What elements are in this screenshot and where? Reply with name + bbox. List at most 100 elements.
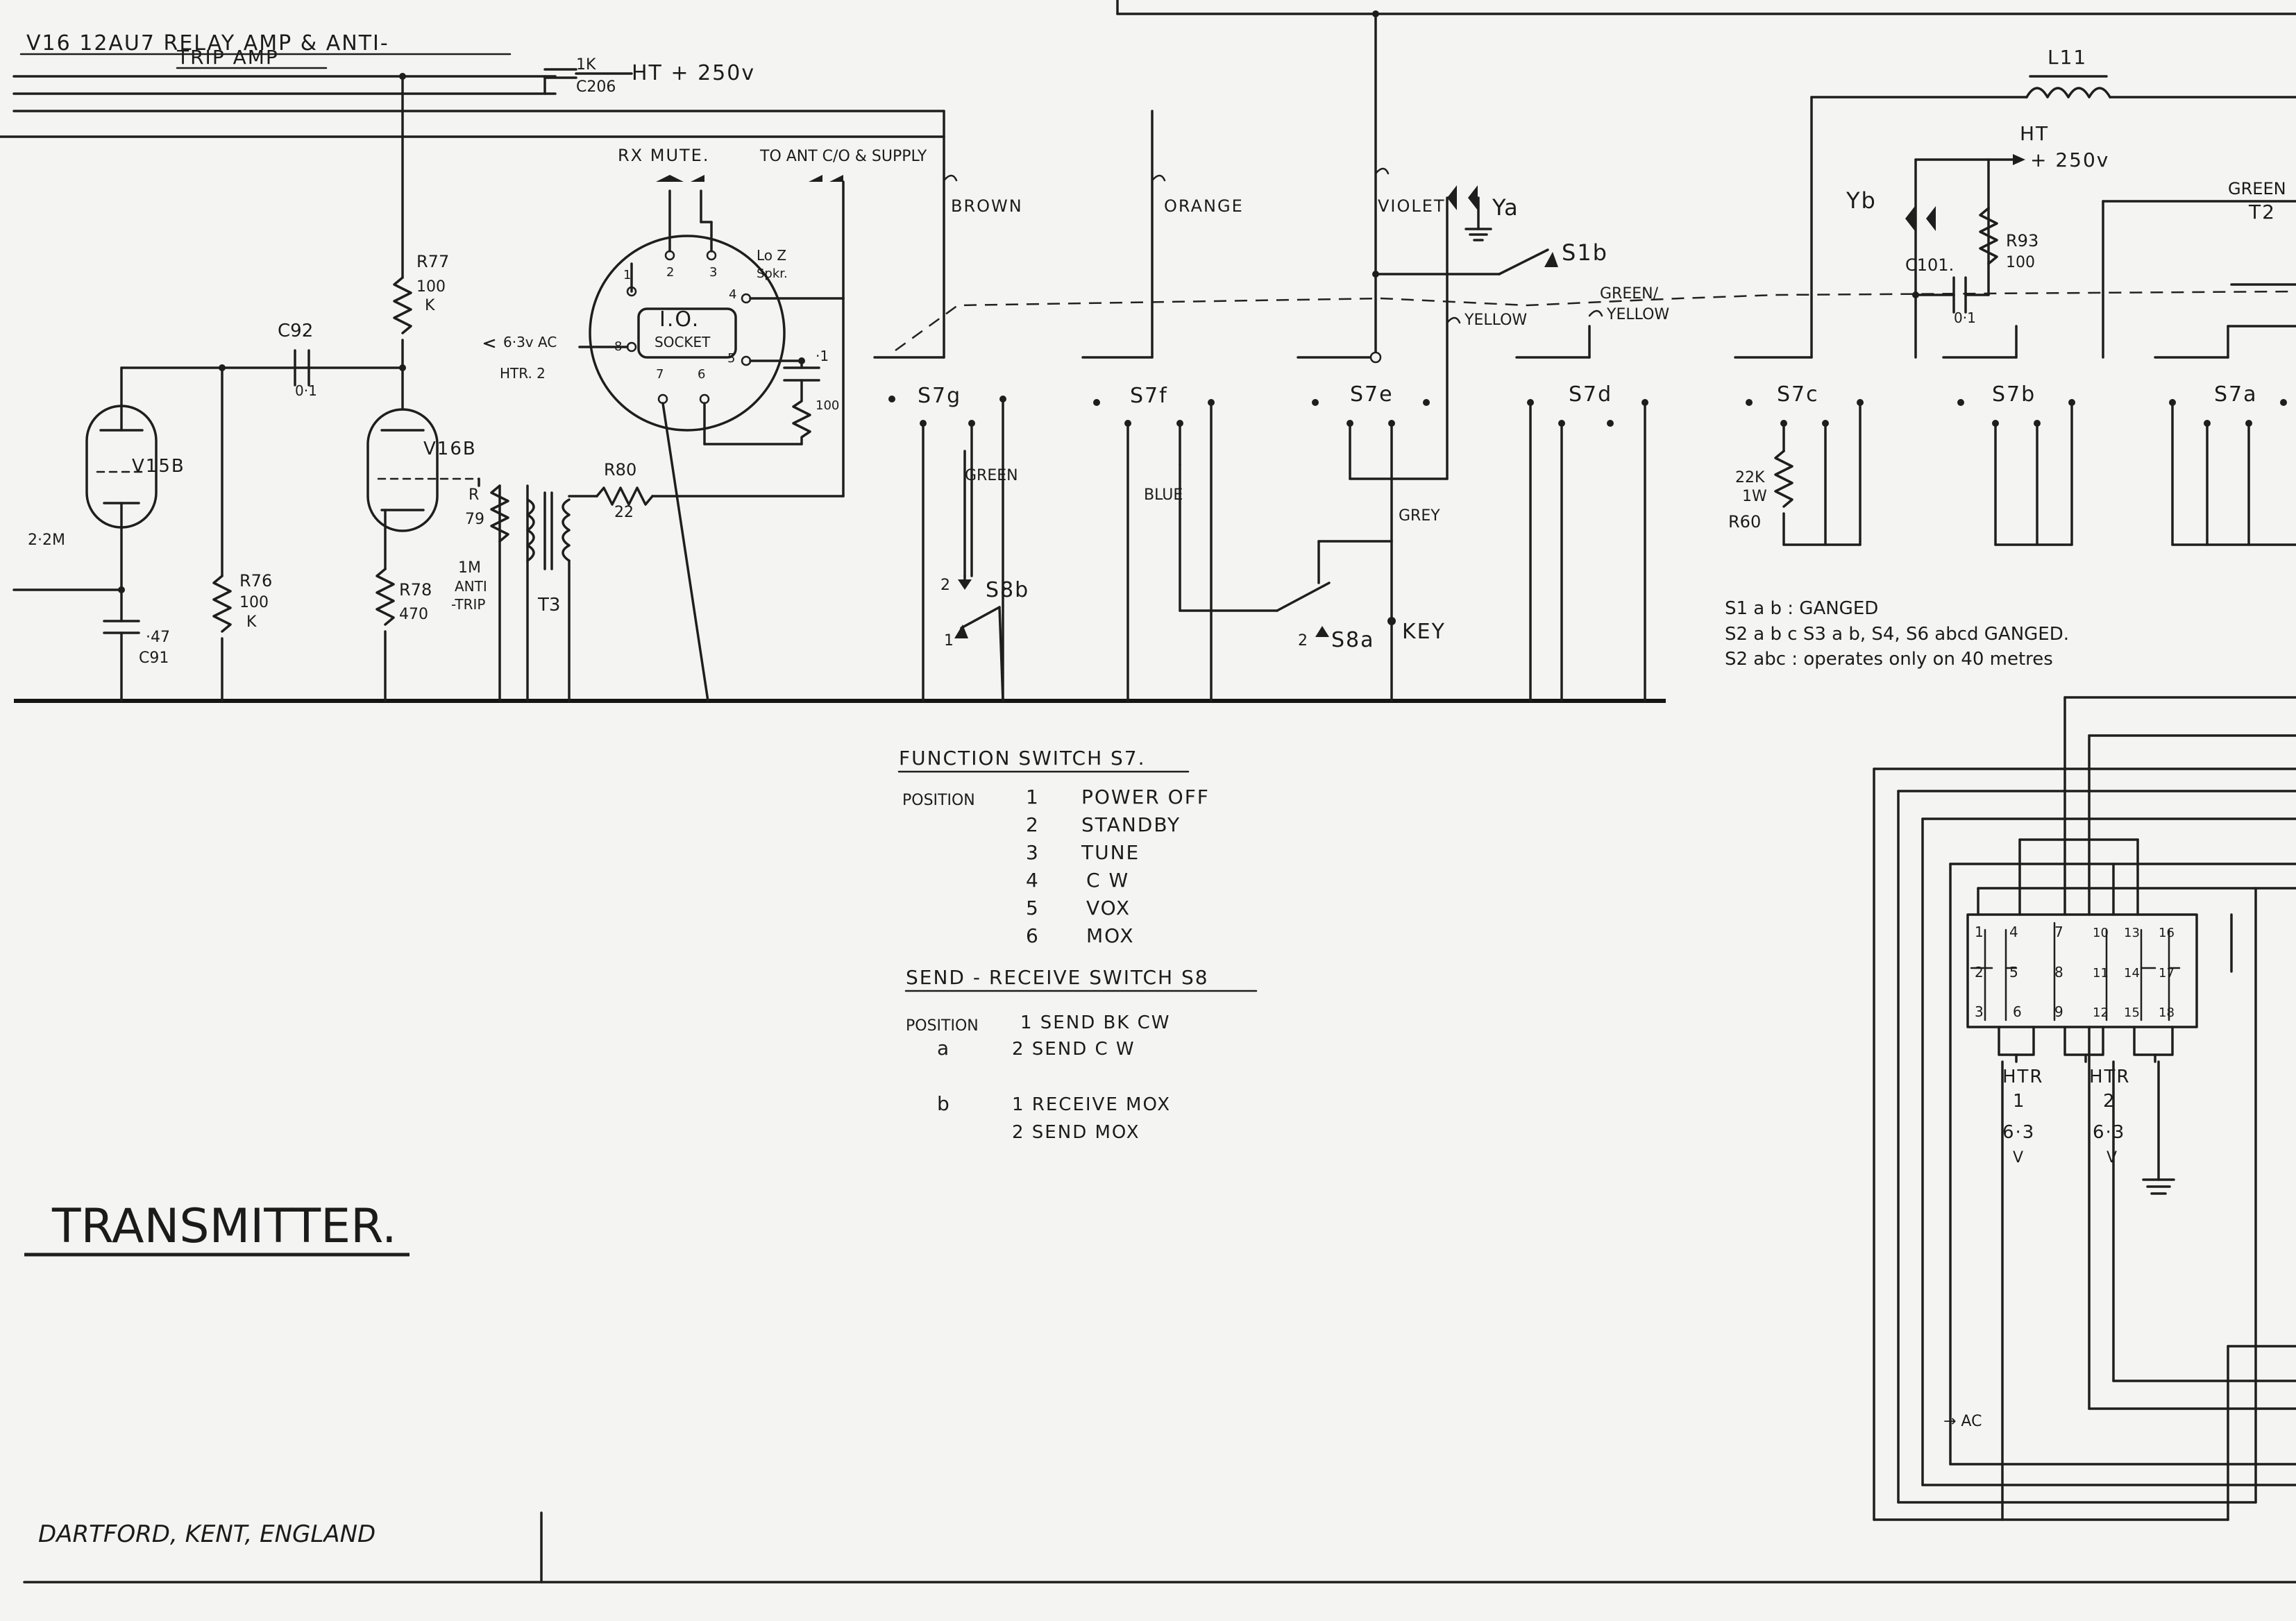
sr-a: a [937,1037,950,1060]
junction-s1b [1372,271,1379,278]
htr2-unit: V [2107,1149,2117,1166]
fs-pos-5-n: 5 [1026,897,1040,919]
note-1: S1 a b : GANGED [1725,598,1878,619]
key-label: KEY [1402,620,1446,644]
green-t2-label: GREEN [2228,179,2286,198]
svg-text:4: 4 [729,287,736,302]
fs-pos-2-n: 2 [1026,813,1040,836]
svg-text:6: 6 [698,367,705,382]
function-switch-list: 1 POWER OFF 2 STANDBY 3 TUNE 4 C W 5 VOX… [1026,786,1210,947]
key-junction [1387,617,1396,625]
ac-label: → AC [1943,1413,1982,1430]
r93-resistor [1979,207,1998,265]
htr1-unit: V [2013,1149,2023,1166]
svg-text:3: 3 [709,265,717,280]
s7e-pos1 [1312,399,1319,406]
r77-resistor [393,276,412,334]
junction-violet-top [1372,10,1379,17]
blue-label: BLUE [1144,486,1183,504]
to-ant-connector1 [809,175,822,182]
ht-right-voltage: + 250v [2030,148,2109,171]
connector-inner [1970,922,2181,1021]
htr2-label: HTR. 2 [500,365,546,382]
sr-row-3: 1 RECEIVE MOX [1012,1094,1171,1115]
r-22m-label: 2·2M [28,532,65,549]
r60-value: 22K [1735,469,1765,486]
brown-label: BROWN [951,196,1023,216]
r100-resistor [792,379,811,445]
t3-label: T3 [537,595,560,616]
s7b-pos1 [1957,399,1964,406]
io-pin-4 [741,293,752,304]
svg-text:6: 6 [2013,1003,2022,1020]
t3-secondary [562,498,571,562]
sr-b: b [937,1092,951,1115]
r60-power: 1W [1742,488,1767,505]
v15b-label: V15B [132,456,185,477]
io-pin-3 [706,250,717,261]
htr1-loop-a [1998,1026,2035,1056]
io-pin-8 [626,341,637,353]
yb-label: Yb [1846,187,1877,214]
svg-text:17: 17 [2159,966,2175,981]
v16b-envelope [366,408,439,532]
c92-value: 0·1 [295,382,317,399]
s7b-label: S7b [1992,382,2036,407]
fs-pos-3-label: TUNE [1081,841,1140,864]
s8b-return [998,606,1004,702]
rx-mute-connector2 [691,175,704,182]
htr1-voltage: 6·3 [2002,1122,2035,1143]
violet-mark [1374,167,1390,175]
svg-text:4: 4 [2009,924,2018,940]
yellow-label: YELLOW [1464,312,1527,329]
r79-label-num: 79 [465,511,484,528]
io-pin7-wire [661,402,709,702]
s7e-pos4 [1423,399,1430,406]
v16b-label: V16B [423,439,477,459]
htr1-label: HTR [2002,1067,2044,1087]
fs-pos-1-n: 1 [1026,786,1040,808]
ya-connector2 [1468,185,1478,210]
l11-coil [2025,87,2111,99]
fs-pos-1-label: POWER OFF [1081,786,1210,808]
io-pin-2 [664,250,675,261]
s8a-blade [1276,582,1331,612]
r79-value: 1M [458,559,481,577]
svg-text:8: 8 [2054,964,2063,981]
junction-r77-bottom [399,364,406,371]
htr2-number: 2 [2103,1091,2116,1112]
r93-value: 100 [2006,254,2035,271]
s1b-label: S1b [1562,239,1608,266]
io-socket [589,235,786,432]
fs-pos-6-label: MOX [1086,924,1135,947]
violet-label: VIOLET [1378,196,1446,216]
r80-value: 22 [614,504,634,521]
rx-mute-connector1 [656,175,684,182]
htr2-label-b: HTR [2089,1067,2131,1087]
function-switch-title: FUNCTION SWITCH S7. [899,747,1146,770]
r60-label: R60 [1728,512,1761,532]
r78-resistor [375,568,395,626]
c206-value: 1K [576,56,596,74]
svg-text:15: 15 [2124,1005,2140,1020]
spkr-label: Spkr. [757,266,788,281]
green-label: GREEN [965,467,1018,484]
svg-text:18: 18 [2159,1005,2175,1020]
r79-value3: -TRIP [451,596,485,613]
fs-pos-5-label: VOX [1086,897,1131,919]
io-socket-label1: I.O. [659,307,700,332]
htr2-arrow [483,339,496,348]
svg-text:13: 13 [2124,926,2140,940]
ht-top-label: HT + 250v [632,61,755,85]
page-title: TRANSMITTER. [51,1199,397,1254]
green-yellow-2: YELLOW [1606,306,1669,323]
s7d-pos3 [1607,420,1614,427]
r80-label: R80 [604,460,636,479]
s7g-pos1 [888,396,895,402]
htr2-voltage-b: 6·3 [2093,1122,2125,1143]
io-pin-5 [741,355,752,366]
svg-text:5: 5 [727,351,735,366]
s7e-pivot [1369,351,1382,364]
note-2: S2 a b c S3 a b, S4, S6 abcd GANGED. [1725,624,2069,645]
footer-location: DARTFORD, KENT, ENGLAND [38,1520,375,1548]
